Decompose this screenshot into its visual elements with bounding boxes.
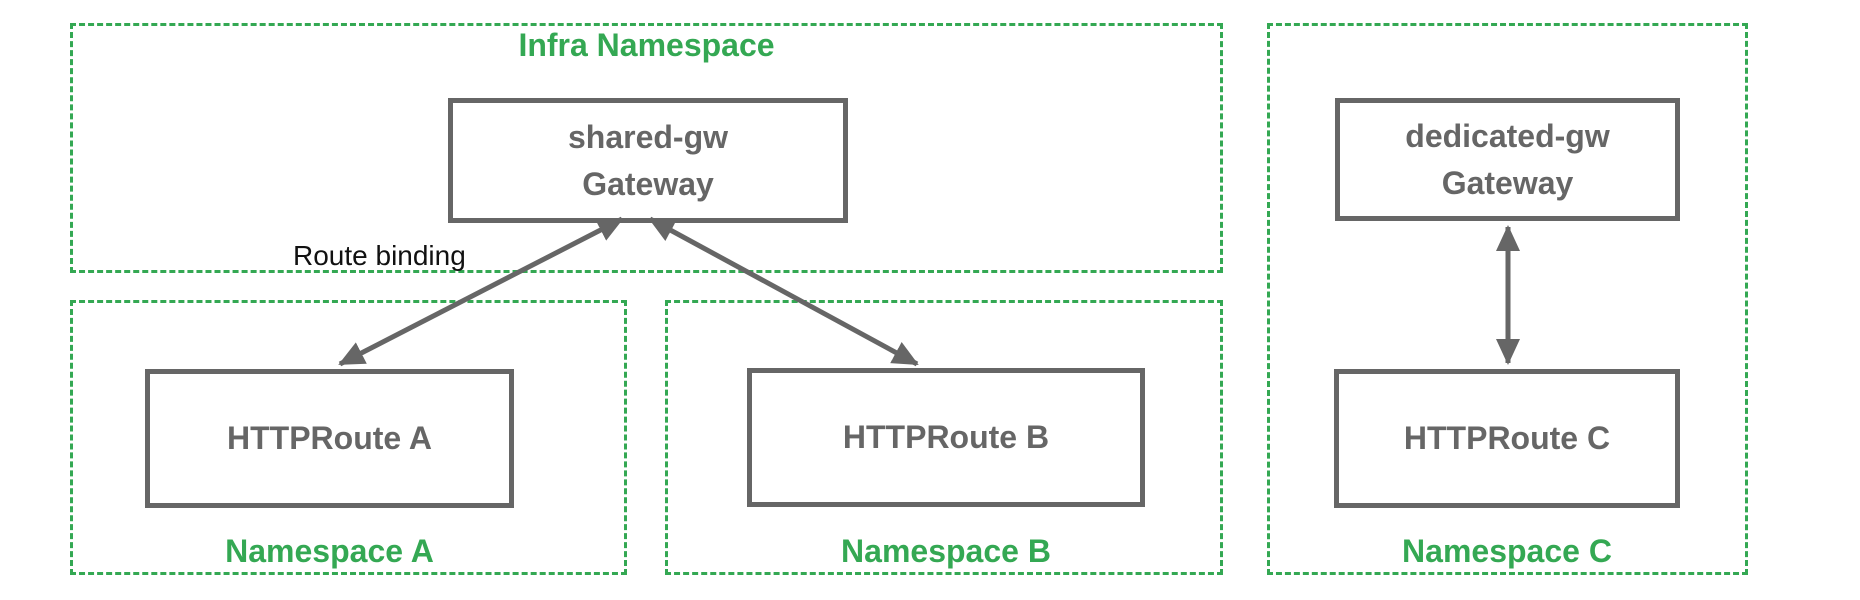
shared-gw-gateway-text: shared-gw Gateway: [568, 114, 728, 207]
dedicated-gw-type: Gateway: [1441, 164, 1574, 201]
route-binding-label: Route binding: [293, 240, 466, 271]
dedicated-gw-gateway-node: dedicated-gw Gateway: [1335, 98, 1680, 221]
namespace-b-box: [665, 300, 1223, 575]
httproute-a-text: HTTPRoute A: [226, 420, 432, 457]
namespace-b-label: Namespace B: [841, 533, 1051, 569]
httproute-a-node: HTTPRoute A: [145, 369, 514, 508]
namespace-c-box: [1267, 23, 1748, 575]
shared-gw-gateway-node: shared-gw Gateway: [448, 98, 848, 223]
httproute-b-node: HTTPRoute B: [747, 368, 1145, 507]
shared-gw-name: shared-gw: [567, 119, 729, 156]
dedicated-gw-gateway-text: dedicated-gw Gateway: [1405, 113, 1609, 206]
namespace-c-label: Namespace C: [1402, 533, 1612, 569]
httproute-b-text: HTTPRoute B: [842, 419, 1050, 456]
shared-gw-type: Gateway: [582, 165, 714, 202]
infra-namespace-title: Infra Namespace: [518, 27, 775, 63]
httproute-c-text: HTTPRoute C: [1403, 420, 1611, 457]
namespace-a-label: Namespace A: [225, 533, 434, 569]
infra-namespace-box: [70, 23, 1223, 273]
httproute-c-node: HTTPRoute C: [1334, 369, 1680, 508]
dedicated-gw-name: dedicated-gw: [1405, 118, 1610, 155]
